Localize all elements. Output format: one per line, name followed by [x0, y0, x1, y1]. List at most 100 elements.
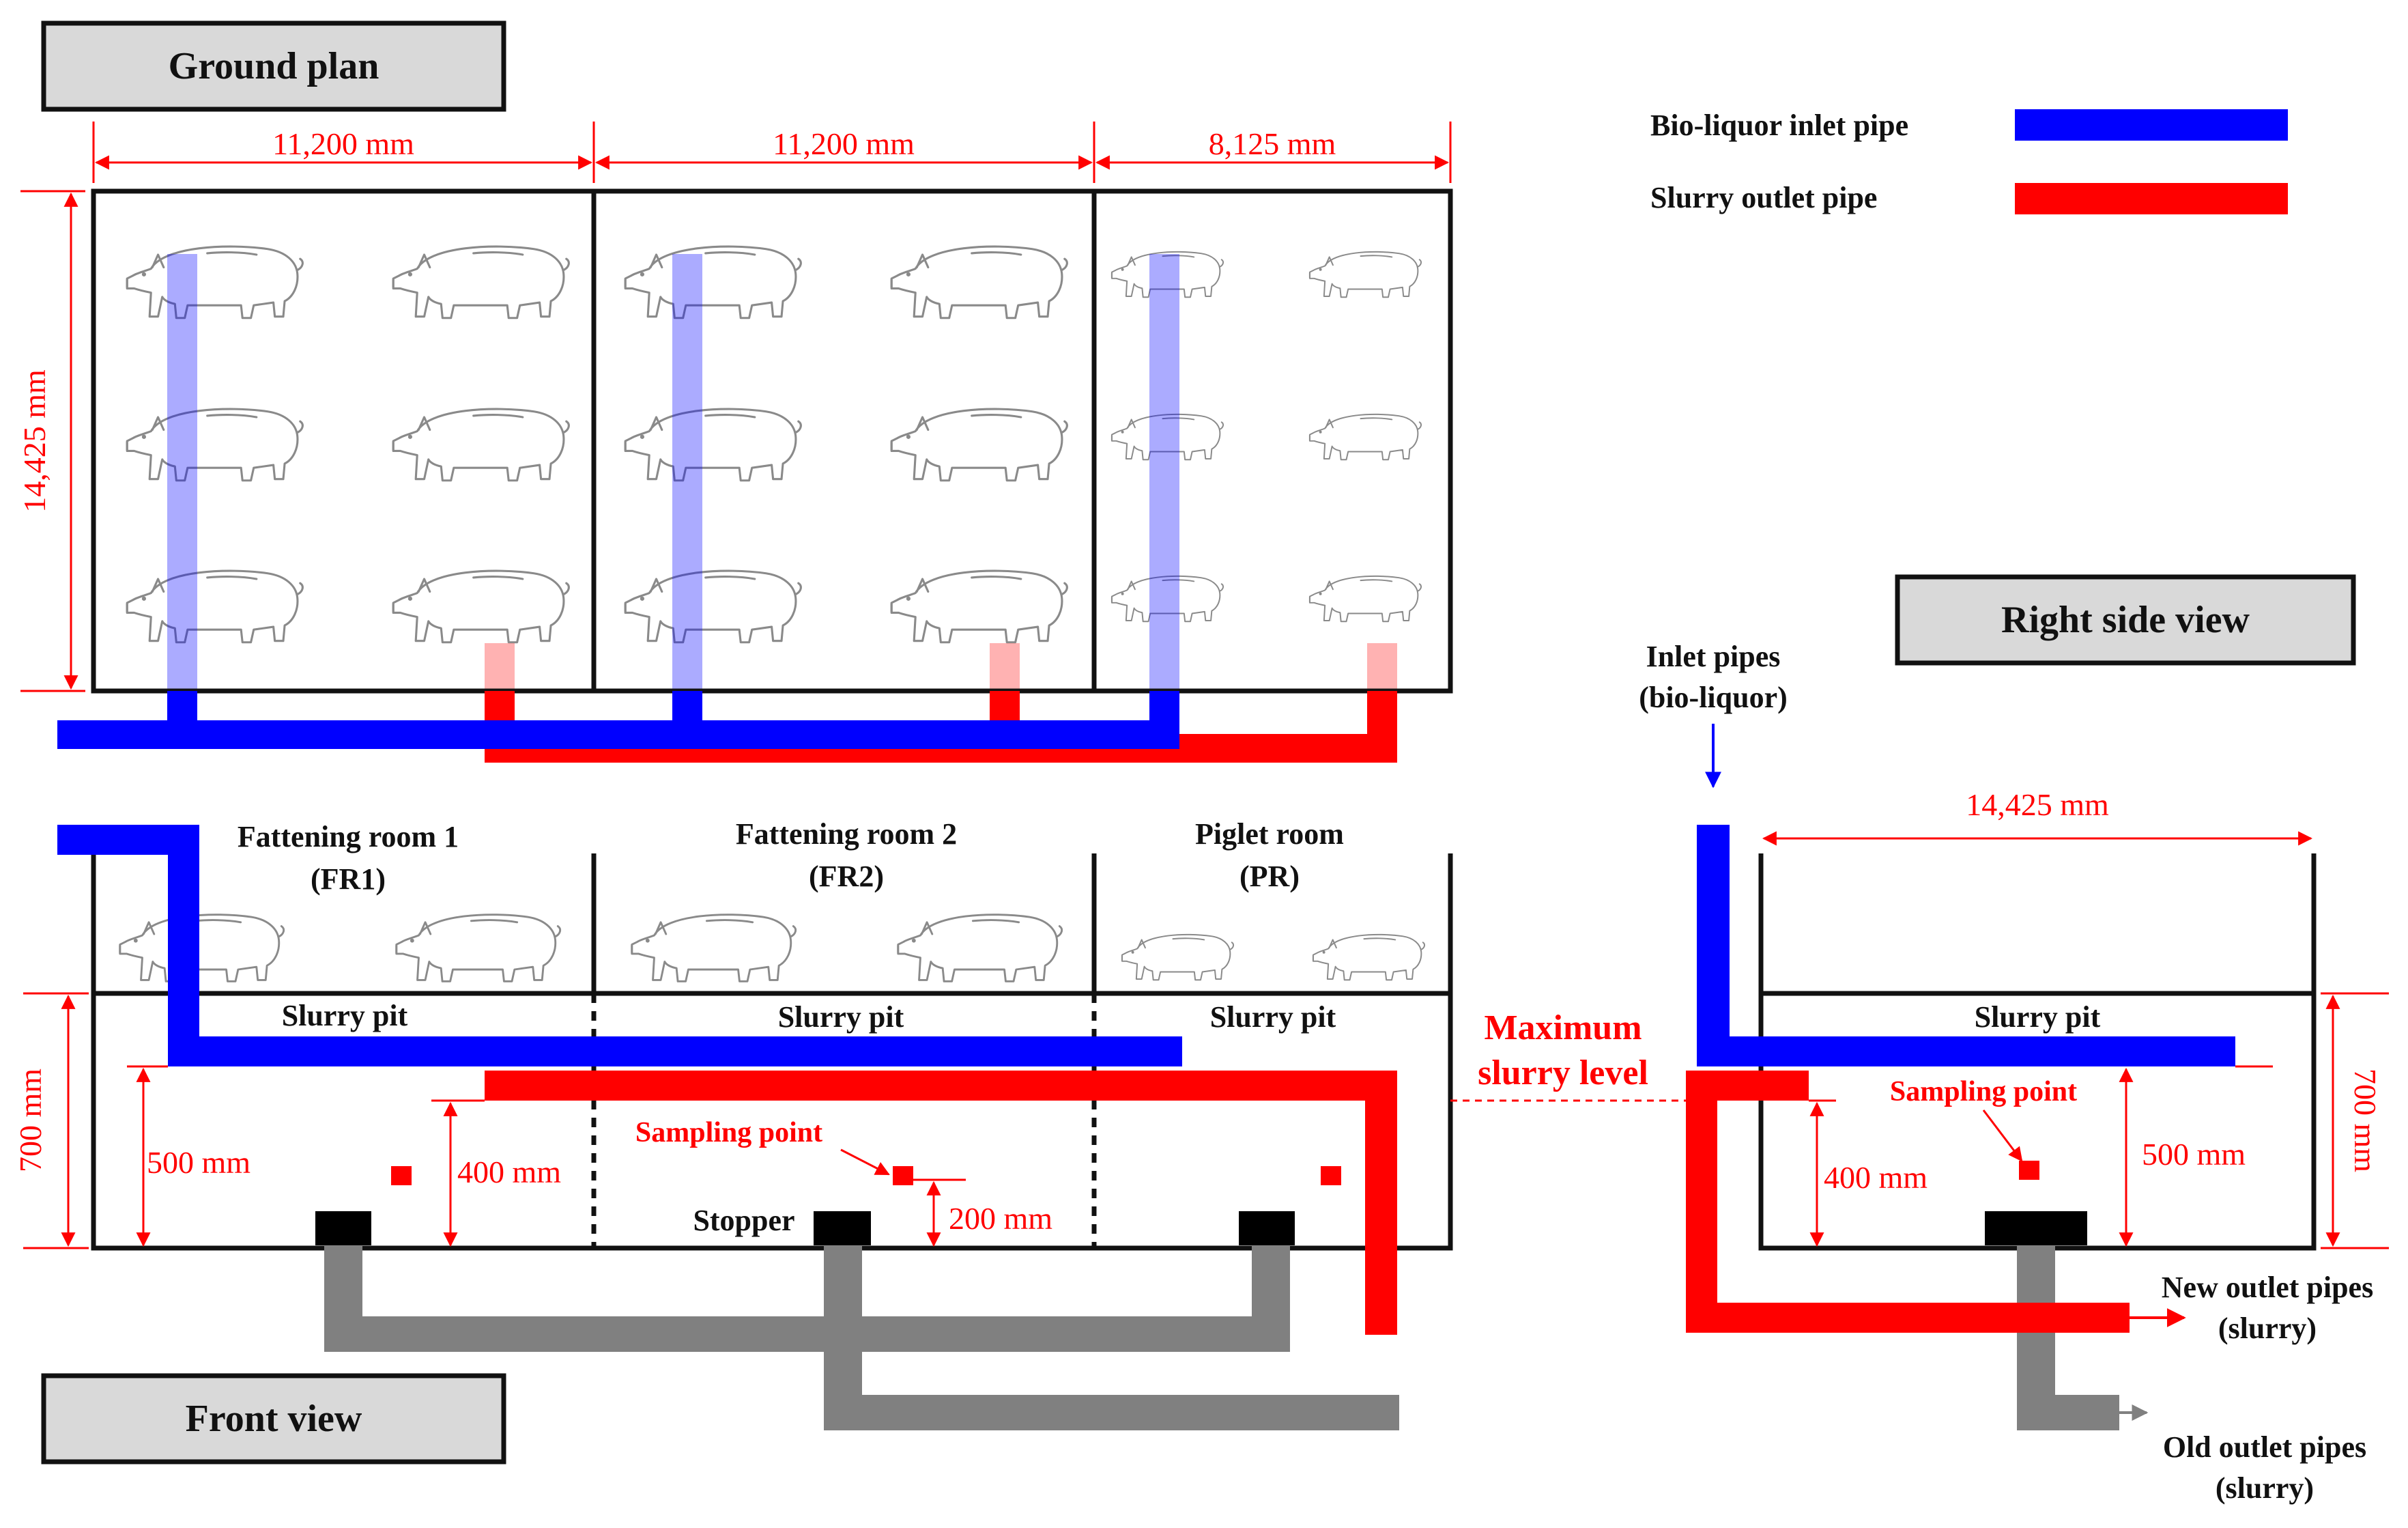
inlet-riser-fr2 — [672, 254, 702, 691]
right-side-view-title-box: Right side view — [1895, 574, 2356, 666]
piglet-icon — [1312, 933, 1426, 981]
pig-icon — [126, 569, 304, 644]
dim-sampling-height: 200 mm — [904, 1178, 1052, 1247]
pig-icon — [624, 569, 802, 644]
new-outlet-label-2: (slurry) — [2218, 1312, 2317, 1345]
new-outlet-label-1: New outlet pipes — [2162, 1271, 2373, 1304]
dim-depth-label: 14,425 mm — [17, 369, 52, 513]
stopper-3 — [1239, 1211, 1295, 1245]
pig-icon — [119, 914, 285, 982]
dim-side-depth-label: 14,425 mm — [1966, 787, 2109, 822]
piglet-icon — [1308, 413, 1422, 461]
dim-inlet-height: 500 mm — [127, 1065, 250, 1247]
old-collector — [324, 1316, 1290, 1352]
sampling-point-fr1 — [391, 1166, 412, 1185]
dim-side-inlet-label: 500 mm — [2142, 1137, 2246, 1172]
ground-plan-title-box: Ground plan — [41, 20, 506, 112]
old-main-out — [824, 1395, 1399, 1430]
dim-room3-label: 8,125 mm — [1209, 126, 1336, 161]
pig-icon — [890, 569, 1068, 644]
dim-inlet-height-label: 500 mm — [147, 1145, 250, 1180]
dim-room1: 11,200 mm — [92, 122, 595, 183]
side-sampling-point — [2019, 1161, 2039, 1180]
front-view: Fattening room 1 (FR1) Fattening room 2 … — [13, 817, 1686, 1430]
dim-sampling-height-label: 200 mm — [949, 1201, 1052, 1236]
pig-icon — [392, 245, 570, 320]
side-sampling-leader — [1982, 1109, 2023, 1162]
dim-side-outlet: 400 mm — [1809, 1099, 1927, 1247]
front-slurry-pit — [91, 991, 1453, 1251]
pr-name: Piglet room — [1195, 817, 1344, 851]
pig-icon — [392, 408, 570, 482]
legend-inlet-label: Bio-liquor inlet pipe — [1650, 109, 1908, 142]
dim-room3: 8,125 mm — [1095, 122, 1452, 183]
pig-icon — [126, 408, 304, 482]
sampling-point-pr — [1321, 1166, 1341, 1185]
sampling-point-fr2 — [893, 1166, 913, 1185]
outlet-riser-pr — [1367, 643, 1397, 691]
pr-code: (PR) — [1239, 860, 1300, 893]
dim-pit-depth-label: 700 mm — [13, 1069, 48, 1172]
inlet-riser-pr — [1149, 254, 1179, 691]
max-level-label-1: Maximum — [1484, 1008, 1642, 1047]
front-outlet-pipe — [485, 1071, 1397, 1335]
ground-plan-building — [91, 188, 1453, 694]
dim-side-pit: 700 mm — [2321, 992, 2389, 1249]
side-sampling-label: Sampling point — [1890, 1076, 2077, 1107]
dim-outlet-height: 400 mm — [431, 1099, 561, 1247]
piglet-icon — [1308, 251, 1422, 298]
fr1-name: Fattening room 1 — [238, 820, 459, 853]
pig-icon — [897, 914, 1063, 982]
piglet-icon — [1121, 933, 1235, 981]
pig-icon — [392, 569, 570, 644]
dim-room1-label: 11,200 mm — [272, 126, 414, 161]
dim-depth: 14,425 mm — [17, 190, 85, 692]
ground-plan: 11,200 mm 11,200 mm 8,125 mm 14,425 mm — [17, 122, 1453, 763]
stopper-1 — [315, 1211, 371, 1245]
front-view-title: Front view — [186, 1398, 362, 1440]
fr2-code: (FR2) — [809, 860, 884, 893]
front-pit-label-3: Slurry pit — [1210, 1000, 1336, 1034]
dim-side-outlet-label: 400 mm — [1824, 1160, 1927, 1195]
dim-pit-depth: 700 mm — [13, 992, 89, 1249]
legend-outlet-swatch — [2015, 183, 2288, 214]
pig-icon — [126, 245, 304, 320]
inlet-pipes-label-1: Inlet pipes — [1646, 640, 1781, 673]
front-pit-label-1: Slurry pit — [282, 999, 408, 1032]
legend-outlet-label: Slurry outlet pipe — [1650, 181, 1877, 214]
dim-side-pit-label: 700 mm — [2348, 1069, 2383, 1172]
front-sampling-label: Sampling point — [635, 1117, 822, 1148]
dim-side-inlet: 500 mm — [2119, 1065, 2273, 1247]
old-outlet-label-2: (slurry) — [2216, 1471, 2314, 1505]
stopper-label: Stopper — [693, 1204, 794, 1237]
front-pit-label-2: Slurry pit — [778, 1000, 904, 1034]
pig-icon — [631, 914, 797, 982]
dim-side-depth: 14,425 mm — [1762, 787, 2313, 846]
pig-icon — [890, 408, 1068, 482]
legend-inlet-swatch — [2015, 109, 2288, 141]
stopper-2 — [814, 1211, 871, 1245]
ground-plan-pigs — [126, 245, 1422, 644]
pig-icon — [395, 914, 562, 982]
fr1-code: (FR1) — [311, 862, 386, 896]
dim-room2-label: 11,200 mm — [773, 126, 915, 161]
front-inlet-pipe — [57, 825, 1182, 1066]
ground-plan-title: Ground plan — [169, 45, 379, 87]
front-sampling-leader — [840, 1148, 890, 1176]
outlet-riser-fr2 — [990, 643, 1020, 691]
old-outlet-label-1: Old outlet pipes — [2163, 1430, 2366, 1464]
inlet-riser-fr1 — [167, 254, 197, 691]
side-inlet-pipe — [1697, 825, 2235, 1066]
outlet-riser-fr1 — [485, 643, 515, 691]
legend: Bio-liquor inlet pipe Slurry outlet pipe — [1650, 109, 2288, 214]
side-outlet-pipe — [1686, 1071, 2130, 1333]
dim-room2: 11,200 mm — [594, 122, 1095, 183]
side-stopper — [1985, 1211, 2087, 1245]
front-view-title-box: Front view — [41, 1373, 506, 1465]
side-pit-label: Slurry pit — [1975, 1000, 2101, 1034]
side-old-out — [2017, 1395, 2119, 1430]
right-side-view-title: Right side view — [2001, 599, 2250, 641]
piglet-icon — [1308, 575, 1422, 623]
pig-icon — [624, 245, 802, 320]
